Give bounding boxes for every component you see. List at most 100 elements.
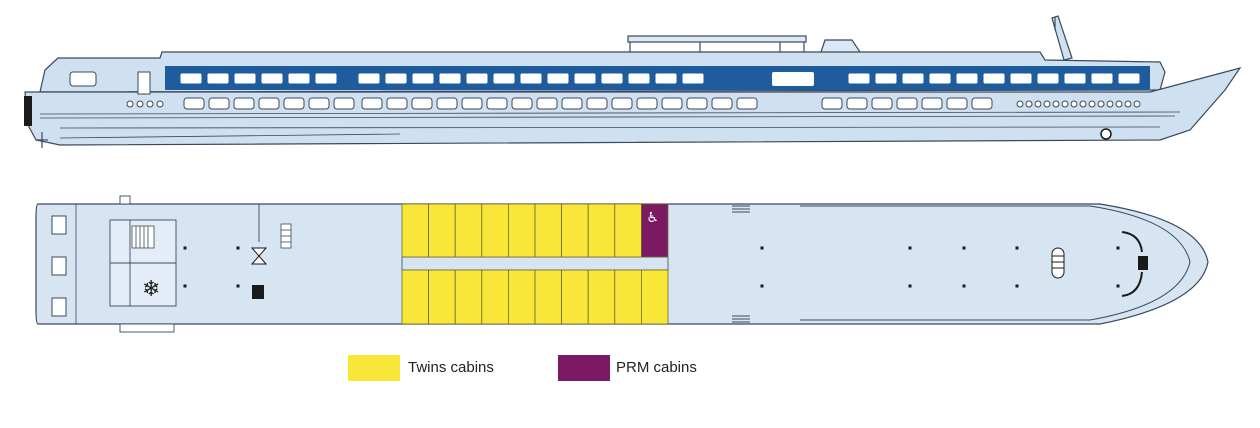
pillar — [908, 246, 912, 250]
cabin-window — [461, 97, 483, 110]
panorama-window — [982, 72, 1006, 85]
cabin-window — [536, 97, 558, 110]
service-area — [109, 195, 260, 333]
porthole — [1070, 100, 1078, 108]
panorama-window — [681, 72, 705, 85]
stern-block — [24, 96, 32, 126]
panorama-window — [573, 72, 597, 85]
hull — [24, 67, 1242, 146]
panorama-window — [314, 72, 338, 85]
panorama-window — [179, 72, 203, 85]
porthole — [1124, 100, 1132, 108]
prm-cabin — [641, 203, 669, 258]
legend-swatch-twin — [348, 355, 400, 381]
panorama-window — [206, 72, 230, 85]
deck-plan: ❄ ♿ — [35, 195, 1209, 333]
forward-lounge — [800, 205, 1191, 321]
porthole — [1115, 100, 1123, 108]
cabin-window — [661, 97, 683, 110]
twin-cabin — [428, 203, 456, 258]
pillar — [760, 246, 764, 250]
porthole — [1016, 100, 1024, 108]
porthole — [136, 100, 144, 108]
sun-deck-canopy — [627, 35, 864, 56]
cabin-window — [386, 97, 408, 110]
pillar — [236, 246, 240, 250]
panorama-window — [928, 72, 952, 85]
cabin-window — [308, 97, 330, 110]
pillar — [962, 246, 966, 250]
twin-cabin — [507, 203, 536, 258]
panorama-window — [384, 72, 408, 85]
cabin-window — [486, 97, 508, 110]
cabin-window — [283, 97, 305, 110]
cabin-window — [846, 97, 868, 110]
panorama-window — [847, 72, 871, 85]
twin-cabin — [534, 203, 563, 258]
cabin-window — [333, 97, 355, 110]
stern-door — [137, 71, 151, 95]
twin-cabin — [401, 269, 430, 325]
ship-side-profile — [24, 15, 1242, 148]
cabin-window — [821, 97, 843, 110]
panorama-window — [627, 72, 651, 85]
panorama-window — [1090, 72, 1114, 85]
panorama-window — [654, 72, 678, 85]
cabin-block: ♿ — [401, 203, 669, 325]
porthole — [126, 100, 134, 108]
pillar — [236, 284, 240, 288]
cabin-window — [896, 97, 918, 110]
wheelhouse-window — [69, 71, 97, 87]
snowflake-icon: ❄ — [142, 277, 160, 302]
legend-swatch-prm — [558, 355, 610, 381]
cabin-window — [561, 97, 583, 110]
pillar — [1015, 246, 1019, 250]
anchor-icon — [1100, 128, 1112, 140]
pillars — [183, 246, 1120, 288]
pillar — [908, 284, 912, 288]
panorama-window — [287, 72, 311, 85]
porthole — [1061, 100, 1069, 108]
cabin-window — [871, 97, 893, 110]
pillar — [1116, 284, 1120, 288]
pillar — [962, 284, 966, 288]
panorama-window — [411, 72, 435, 85]
panorama-window — [1036, 72, 1060, 85]
pillar — [1015, 284, 1019, 288]
panorama-window — [1009, 72, 1033, 85]
twin-cabin — [614, 203, 642, 258]
portholes — [126, 100, 1141, 108]
cabin-window — [686, 97, 708, 110]
porthole — [1034, 100, 1042, 108]
twin-cabin — [481, 203, 509, 258]
panorama-window — [492, 72, 516, 85]
mast — [1051, 15, 1073, 61]
porthole — [1097, 100, 1105, 108]
panorama-window — [600, 72, 624, 85]
hull-lines — [39, 111, 1181, 139]
cabin-window — [971, 97, 993, 110]
twin-cabin — [481, 269, 509, 325]
twin-cabin — [641, 269, 669, 325]
cabin-window — [436, 97, 458, 110]
twin-cabin — [507, 269, 536, 325]
panorama-window — [1063, 72, 1087, 85]
cabin-window — [586, 97, 608, 110]
bow-winch-icon — [1121, 231, 1148, 297]
porthole — [1025, 100, 1033, 108]
cabin-window — [233, 97, 255, 110]
cabin-window — [946, 97, 968, 110]
cabin-window — [411, 97, 433, 110]
panorama-window — [357, 72, 381, 85]
porthole — [1133, 100, 1141, 108]
cabin-window — [921, 97, 943, 110]
porthole — [1079, 100, 1087, 108]
cabin-corridor — [401, 256, 669, 271]
cabin-window — [183, 97, 205, 110]
panorama-window — [874, 72, 898, 85]
legend-label-prm: PRM cabins — [616, 359, 697, 376]
twin-cabin — [614, 269, 642, 325]
twin-cabin — [454, 269, 483, 325]
wheelchair-icon: ♿ — [646, 210, 659, 226]
twin-cabin — [401, 203, 430, 258]
